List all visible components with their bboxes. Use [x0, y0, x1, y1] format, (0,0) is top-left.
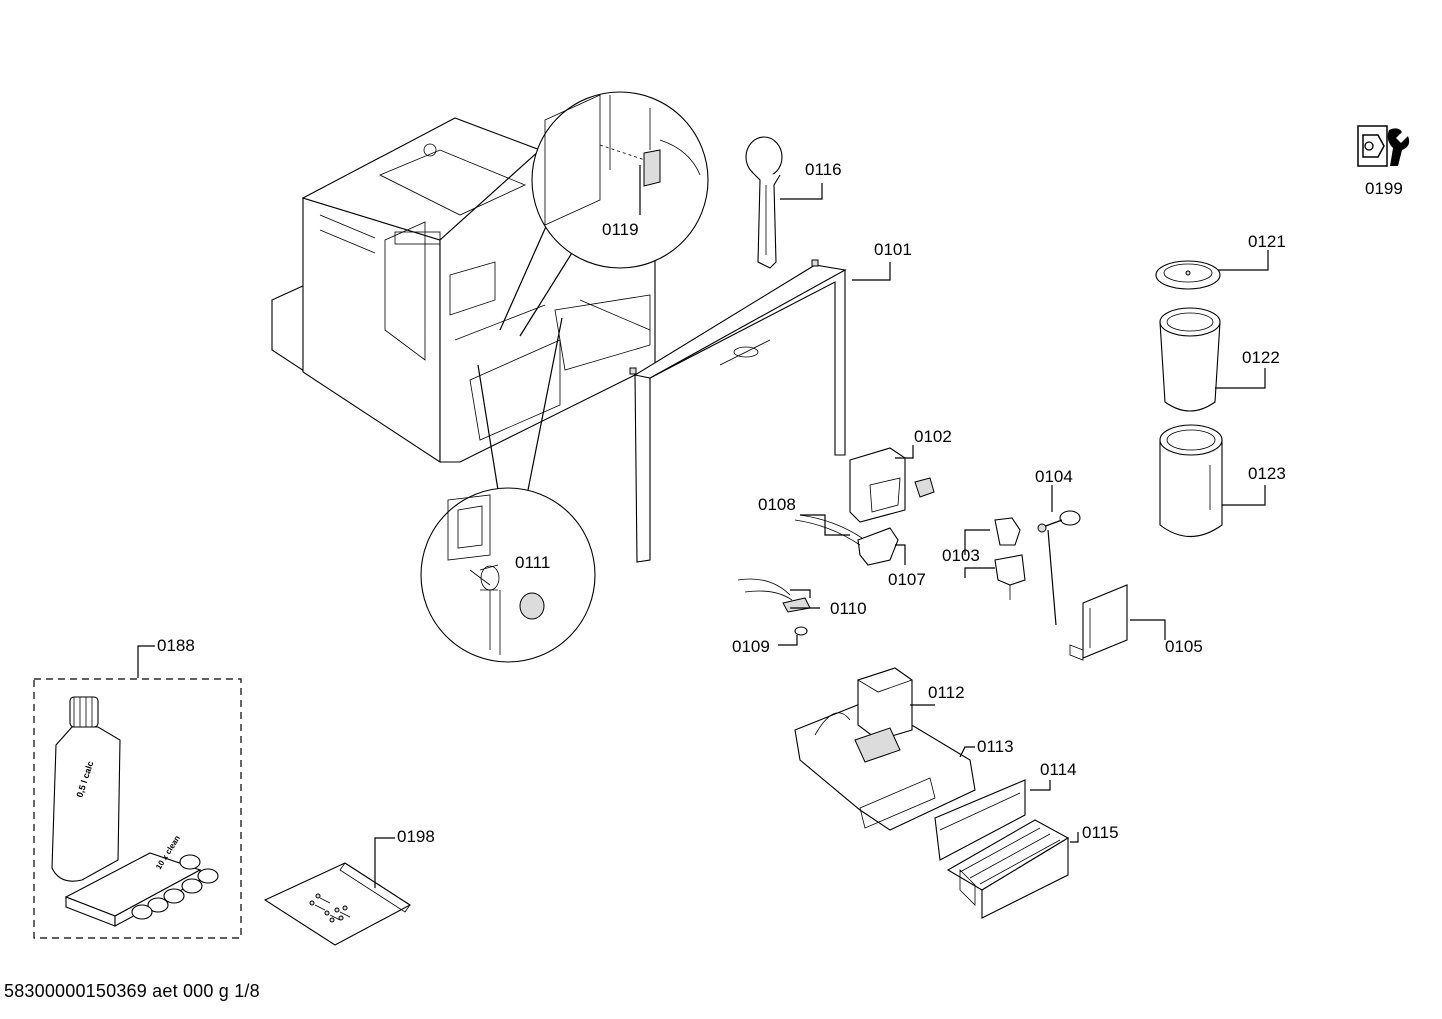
label-0123: 0123: [1248, 464, 1286, 483]
tool-icon: [1357, 125, 1410, 167]
label-0114: 0114: [1040, 760, 1077, 779]
label-0107: 0107: [888, 570, 926, 589]
label-0102: 0102: [914, 427, 952, 446]
part-0104-rod: [1037, 510, 1081, 626]
label-0108: 0108: [758, 495, 796, 514]
detail-circle-0111: [420, 317, 596, 663]
label-0109: 0109: [732, 637, 770, 656]
part-0116-paddle: [745, 136, 783, 269]
label-0103: 0103: [942, 546, 980, 565]
part-0105-holder: [1069, 584, 1128, 661]
label-0122: 0122: [1242, 348, 1280, 367]
part-0101-frame: [629, 259, 847, 563]
label-0119: 0119: [602, 220, 639, 239]
label-0121: 0121: [1248, 232, 1286, 251]
leader-lines: [137, 165, 1269, 888]
part-0110-clip: [737, 578, 811, 636]
label-0199: 0199: [1365, 179, 1403, 198]
label-0111: 0111: [515, 553, 550, 572]
part-0122-inner-container: [1159, 307, 1221, 412]
label-0112: 0112: [928, 683, 965, 702]
part-0123-outer-container: [1159, 424, 1223, 537]
part-0113-grounds-tray: [794, 667, 976, 831]
part-0188-care-kit: 0,5 l calc 10 x clean: [33, 678, 242, 939]
label-0198: 0198: [397, 827, 435, 846]
part-0107-sensor: [794, 514, 899, 566]
part-0102-block: [849, 447, 935, 523]
label-0105: 0105: [1165, 637, 1203, 656]
label-0101: 0101: [874, 240, 912, 259]
document-id-footer: 58300000150369 aet 000 g 1/8: [4, 981, 260, 1001]
part-0114-front-panel: [934, 779, 1026, 861]
part-labels: 0116 0101 0119 0102 0104 0108 0103 0111 …: [157, 160, 1403, 846]
label-0115: 0115: [1082, 823, 1119, 842]
part-0121-lid: [1155, 260, 1221, 290]
part-0115-drip-grid: [946, 819, 1070, 919]
detail-circle-0119: [499, 91, 709, 337]
part-0103-valve: [994, 517, 1026, 600]
label-0110: 0110: [830, 599, 867, 618]
label-0116: 0116: [805, 160, 842, 179]
label-0104: 0104: [1035, 467, 1073, 486]
part-0198-screw-bag: [263, 862, 412, 946]
label-0113: 0113: [977, 737, 1014, 756]
label-0188: 0188: [157, 636, 195, 655]
